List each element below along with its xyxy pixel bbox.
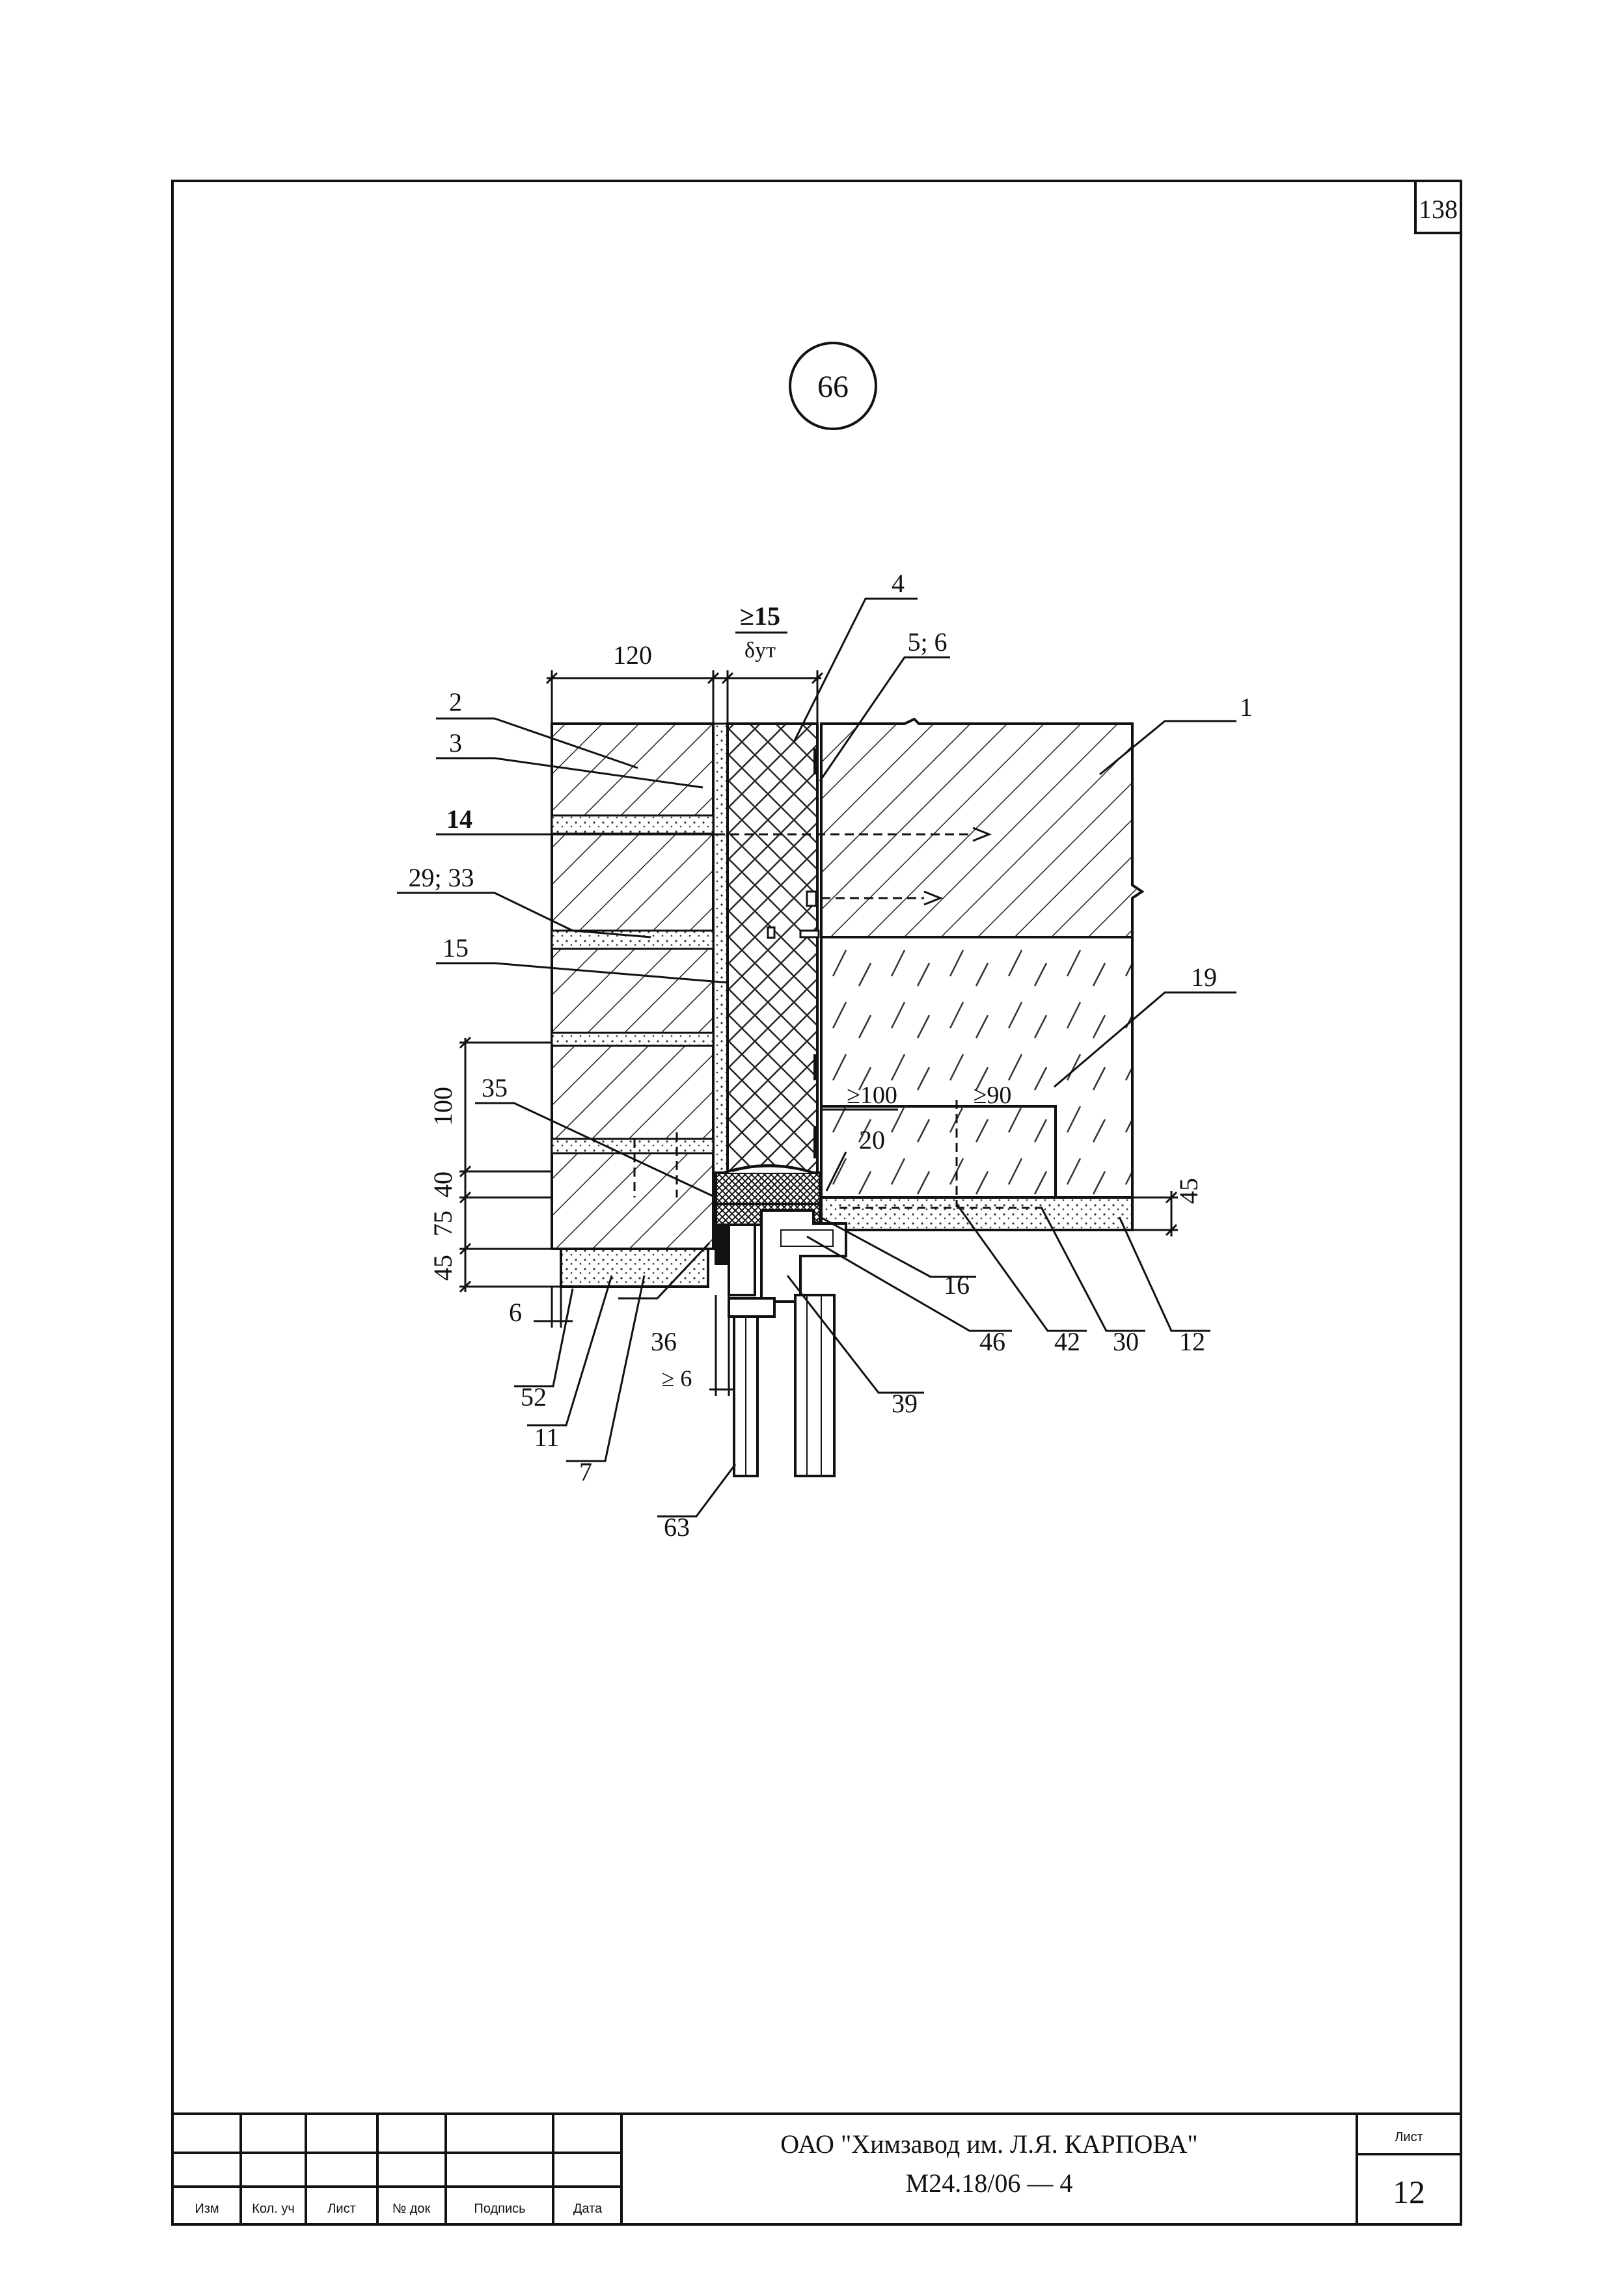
dim-100-left: 100 [428, 1087, 457, 1126]
plaster-layer [712, 722, 729, 1174]
dim-120: 120 [613, 640, 652, 670]
tb-list: Лист [327, 2202, 355, 2216]
callout-3: 3 [449, 728, 462, 758]
brick-layer [551, 722, 715, 1250]
callout-16: 16 [944, 1270, 970, 1300]
callout-20: 20 [859, 1125, 885, 1155]
title-block [172, 2112, 1461, 2224]
dim-45-left: 45 [428, 1255, 457, 1281]
tb-sheet-number: 12 [1393, 2174, 1425, 2210]
callout-5-6: 5; 6 [907, 627, 947, 657]
callout-4: 4 [892, 569, 905, 598]
sheet-frame [171, 180, 1462, 2226]
dimension-texts: 120 ≥15 δут 100 40 75 45 6 ≥ 6 ≥100 ≥90 … [428, 601, 1203, 1391]
section-drawing [397, 597, 1236, 1518]
callout-35: 35 [482, 1073, 508, 1102]
callout-2: 2 [449, 687, 462, 717]
callout-7: 7 [579, 1457, 592, 1486]
tb-document-code: М24.18/06 — 4 [906, 2168, 1073, 2198]
tb-kol: Кол. уч [252, 2202, 295, 2216]
callout-42: 42 [1054, 1327, 1080, 1356]
dimension-lines [459, 670, 1178, 1396]
anchors [633, 827, 992, 1207]
callout-19: 19 [1191, 963, 1217, 992]
callout-52: 52 [521, 1382, 547, 1412]
tb-podp: Подпись [474, 2202, 525, 2216]
dim-15: ≥15 [740, 601, 780, 631]
anchor-heads [767, 890, 820, 939]
tb-ndok: № док [392, 2202, 431, 2216]
glazing [733, 1294, 836, 1477]
concrete-wall [820, 717, 1145, 938]
barrier-marks [813, 748, 819, 1158]
dim-40: 40 [428, 1171, 457, 1197]
callouts: 1 2 3 4 5; 6 14 29; 33 15 19 35 20 16 46… [408, 569, 1253, 1542]
callout-12: 12 [1179, 1327, 1205, 1356]
dim-6-bottom: ≥ 6 [662, 1365, 692, 1391]
tb-izm: Изм [195, 2202, 219, 2216]
callout-29-33: 29; 33 [408, 863, 474, 892]
insulation-layer [726, 722, 819, 1174]
detail-number: 66 [817, 370, 849, 404]
callout-15: 15 [443, 933, 469, 963]
callout-39: 39 [892, 1389, 918, 1418]
tb-sheet-label: Лист [1395, 2130, 1423, 2144]
dim-delta: δут [744, 638, 776, 663]
corner-number-box [1414, 180, 1462, 234]
callout-14: 14 [446, 804, 472, 834]
dim-90: ≥90 [974, 1082, 1012, 1109]
inner-plaster-strip [820, 1196, 1134, 1231]
tb-data: Дата [573, 2202, 603, 2216]
tb-organization: ОАО "Химзавод им. Л.Я. КАРПОВА" [780, 2129, 1197, 2159]
lintel-plaster [560, 1248, 709, 1288]
dim-75: 75 [428, 1210, 457, 1237]
callout-30: 30 [1113, 1327, 1139, 1356]
dim-45-right: 45 [1174, 1178, 1203, 1204]
callout-46: 46 [979, 1327, 1005, 1356]
callout-1: 1 [1240, 692, 1253, 722]
dim-6-left: 6 [509, 1298, 522, 1327]
corner-number: 138 [1419, 195, 1458, 224]
detail-circle [789, 342, 877, 430]
callout-63: 63 [664, 1512, 690, 1542]
window-frame [715, 1164, 847, 1318]
dim-100-inner: ≥100 [847, 1082, 897, 1109]
callout-36: 36 [651, 1327, 677, 1356]
callout-11: 11 [534, 1423, 560, 1452]
leader-lines [397, 597, 1236, 1518]
